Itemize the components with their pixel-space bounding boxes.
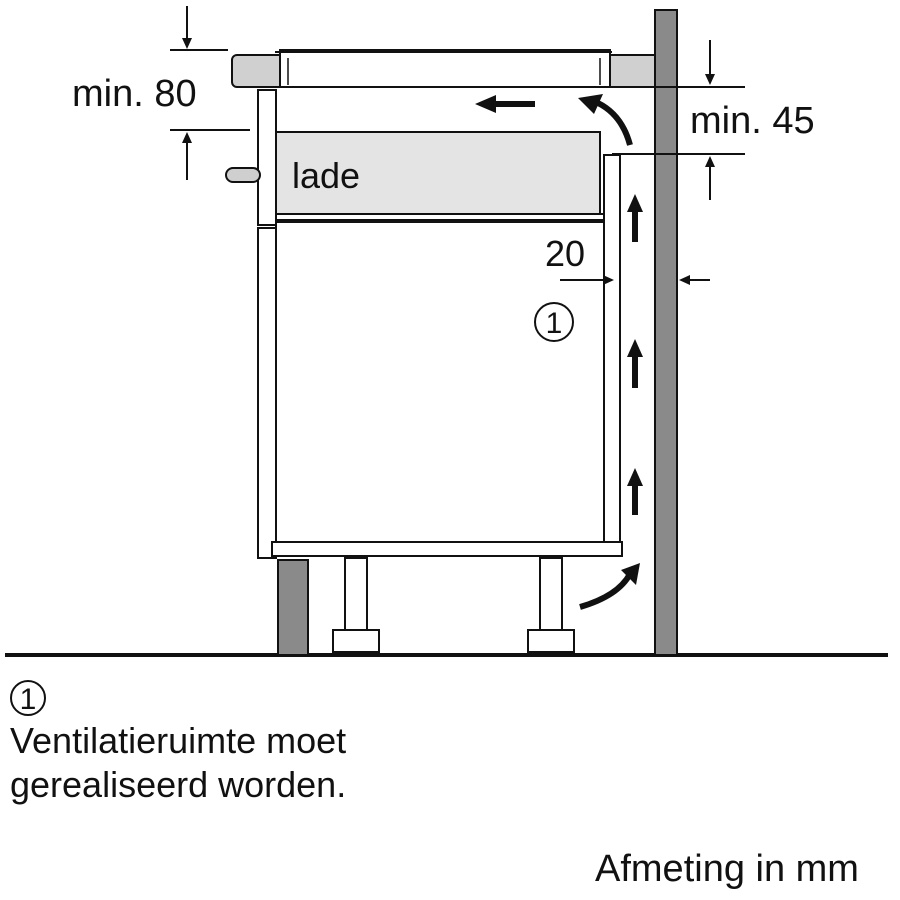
leg-right bbox=[539, 557, 563, 639]
gap-20-label: 20 bbox=[545, 233, 585, 274]
countertop-right bbox=[604, 54, 656, 88]
airflow-arrow-3-head bbox=[627, 468, 643, 486]
airflow-arrow-left-head bbox=[475, 95, 496, 113]
cabinet-body bbox=[275, 221, 605, 543]
cabinet-back-panel bbox=[603, 154, 621, 543]
drawer-label: lade bbox=[292, 155, 360, 196]
leg-left bbox=[344, 557, 368, 639]
airflow-arrow-bottom-curve bbox=[579, 572, 633, 610]
back-wall bbox=[654, 9, 678, 656]
dim-45-arrow-top-head bbox=[705, 74, 715, 85]
dim-80-arrow-top-head bbox=[182, 38, 192, 49]
cabinet-bottom bbox=[271, 541, 623, 557]
airflow-arrow-2-head bbox=[627, 339, 643, 357]
marker-number: 1 bbox=[546, 307, 563, 340]
marker-circle bbox=[534, 302, 574, 342]
leg-left-foot bbox=[332, 629, 380, 653]
leg-right-foot bbox=[527, 629, 575, 653]
units-note: Afmeting in mm bbox=[595, 848, 859, 890]
legend-line-2: gerealiseerd worden. bbox=[10, 764, 347, 805]
airflow-arrow-top-head bbox=[578, 94, 603, 114]
front-panel bbox=[257, 227, 277, 559]
airflow-arrows bbox=[475, 94, 643, 610]
dim-80-arrow-bottom-head bbox=[182, 132, 192, 143]
plinth bbox=[277, 559, 309, 656]
front-panel-top bbox=[257, 89, 277, 226]
drawer bbox=[275, 131, 601, 215]
legend-line-1: Ventilatieruimte moet bbox=[10, 720, 347, 761]
min-45-label: min. 45 bbox=[690, 100, 815, 142]
gap-20-arrow-left-head bbox=[603, 275, 614, 285]
dim-45-arrow-bottom-head bbox=[705, 156, 715, 167]
min-80-label: min. 80 bbox=[72, 73, 197, 115]
gap-20-arrow-right-head bbox=[679, 275, 690, 285]
legend-marker: 1 bbox=[10, 680, 46, 716]
cooktop bbox=[279, 49, 611, 88]
airflow-arrow-top-curve bbox=[596, 100, 633, 146]
airflow-arrow-1-head bbox=[627, 194, 643, 212]
legend: 1 Ventilatieruimte moet gerealiseerd wor… bbox=[10, 675, 346, 807]
drawer-handle bbox=[225, 167, 261, 183]
airflow-arrow-bottom-head bbox=[621, 563, 640, 585]
